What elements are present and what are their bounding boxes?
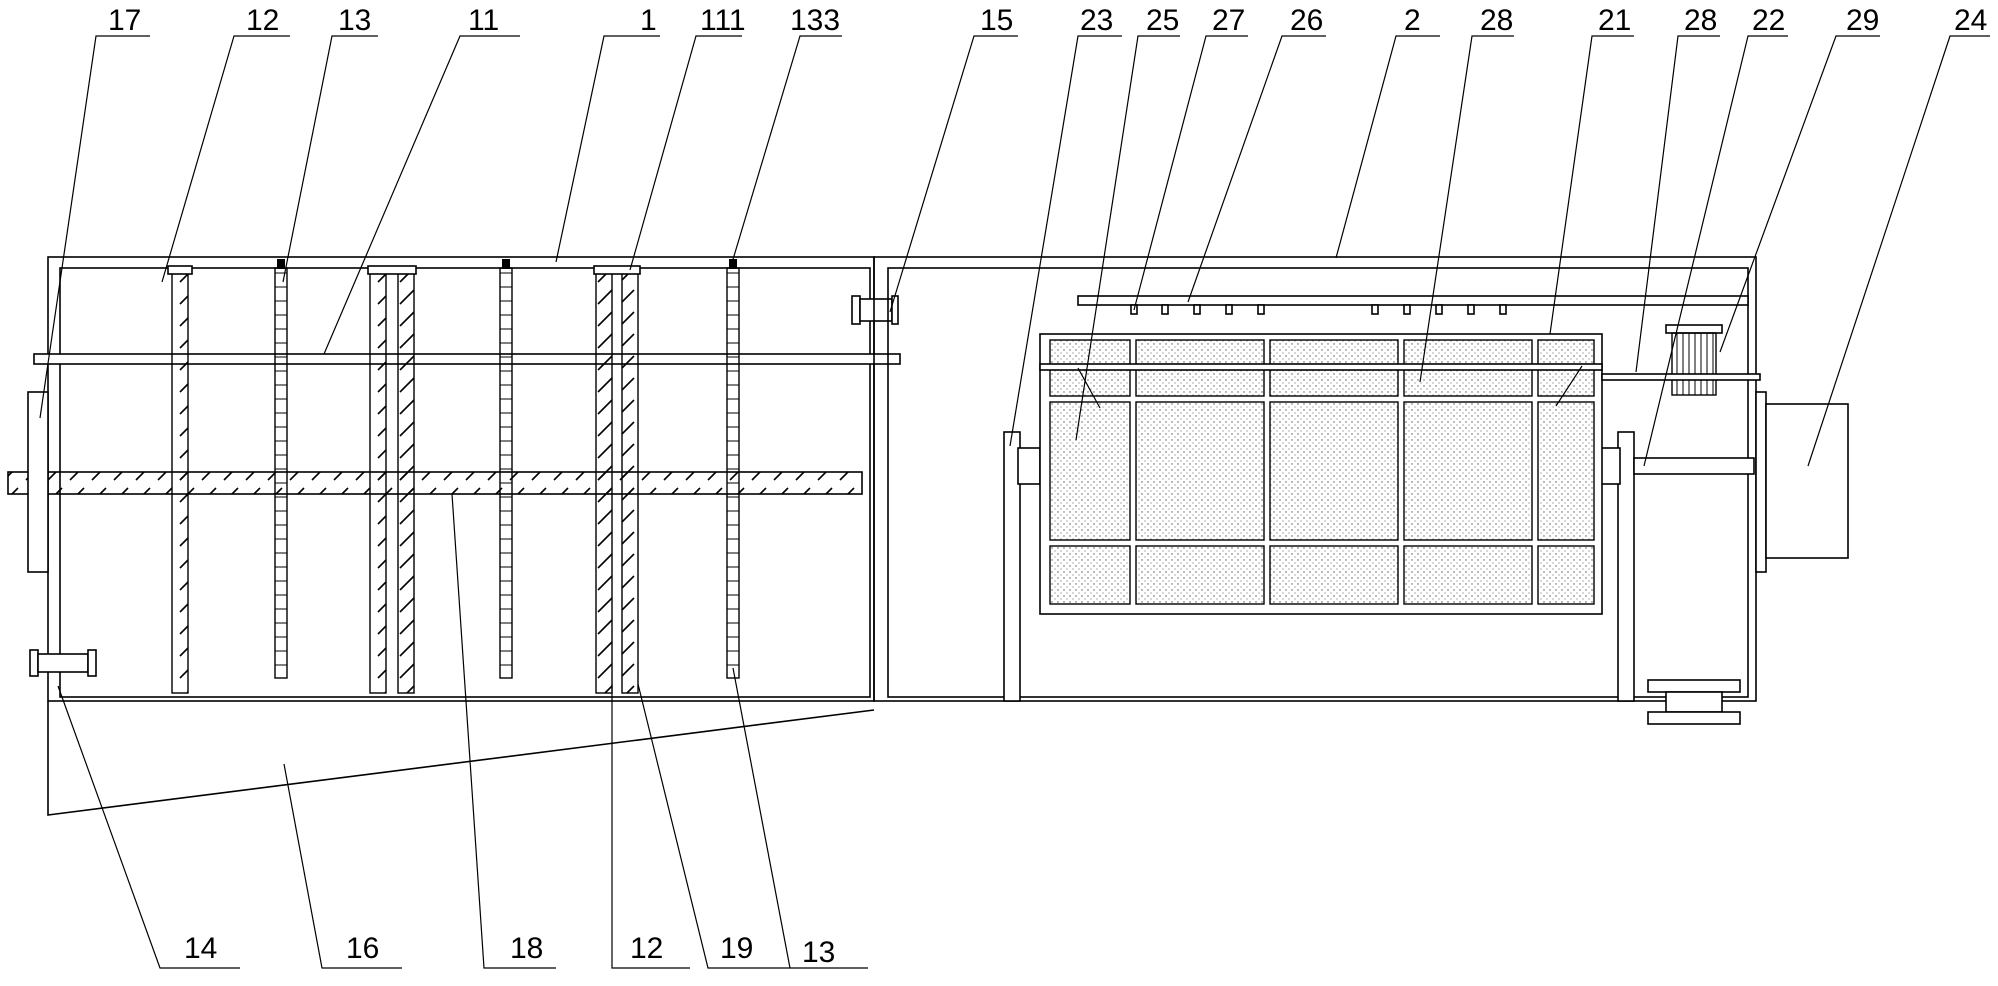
callout-2: 2 xyxy=(1404,4,1421,37)
callout-25: 25 xyxy=(1146,4,1179,37)
coil-29 xyxy=(1601,324,1761,396)
callout-22: 22 xyxy=(1752,4,1785,37)
callout-27: 27 xyxy=(1212,4,1245,37)
leader-lines xyxy=(39,35,1990,969)
callout-11: 11 xyxy=(468,4,499,37)
callout-24: 24 xyxy=(1954,4,1987,37)
drum-21 xyxy=(1039,333,1603,615)
spray-bar-26 xyxy=(1077,295,1749,315)
callout-12: 12 xyxy=(246,4,279,37)
callout-21: 21 xyxy=(1598,4,1631,37)
callout-18: 18 xyxy=(510,932,543,965)
callout-29: 29 xyxy=(1846,4,1879,37)
drain-fitting xyxy=(1647,679,1741,725)
callout-26: 26 xyxy=(1290,4,1323,37)
pipe-15 xyxy=(851,295,899,325)
shaft-11 xyxy=(33,353,901,365)
callout-12-bottom: 12 xyxy=(630,932,663,965)
callout-28b: 28 xyxy=(1684,4,1717,37)
callout-labels-bottom: 14 16 18 12 19 13 xyxy=(184,932,835,969)
motor-plate-17 xyxy=(27,391,49,573)
supports xyxy=(1003,431,1635,702)
callout-28a: 28 xyxy=(1480,4,1513,37)
callout-133: 133 xyxy=(790,4,840,37)
callout-14: 14 xyxy=(184,932,217,965)
axle-22 xyxy=(1633,457,1755,475)
callout-19: 19 xyxy=(720,932,753,965)
callout-13-bottom: 13 xyxy=(802,936,835,969)
callout-111: 111 xyxy=(700,4,746,37)
callout-16: 16 xyxy=(346,932,379,965)
callout-23: 23 xyxy=(1080,4,1113,37)
callout-1: 1 xyxy=(640,4,657,37)
motor-24 xyxy=(1755,391,1849,573)
callout-15: 15 xyxy=(980,4,1013,37)
pipe-14 xyxy=(29,649,97,677)
shaft-18 xyxy=(7,471,863,495)
callout-labels-top: 17 12 13 11 1 111 133 15 23 25 27 26 2 2… xyxy=(108,4,1987,37)
callout-13: 13 xyxy=(338,4,371,37)
nozzles-27 xyxy=(1130,304,1507,315)
callout-17: 17 xyxy=(108,4,141,37)
drum-cells xyxy=(1049,339,1595,605)
top-markers xyxy=(167,259,737,275)
